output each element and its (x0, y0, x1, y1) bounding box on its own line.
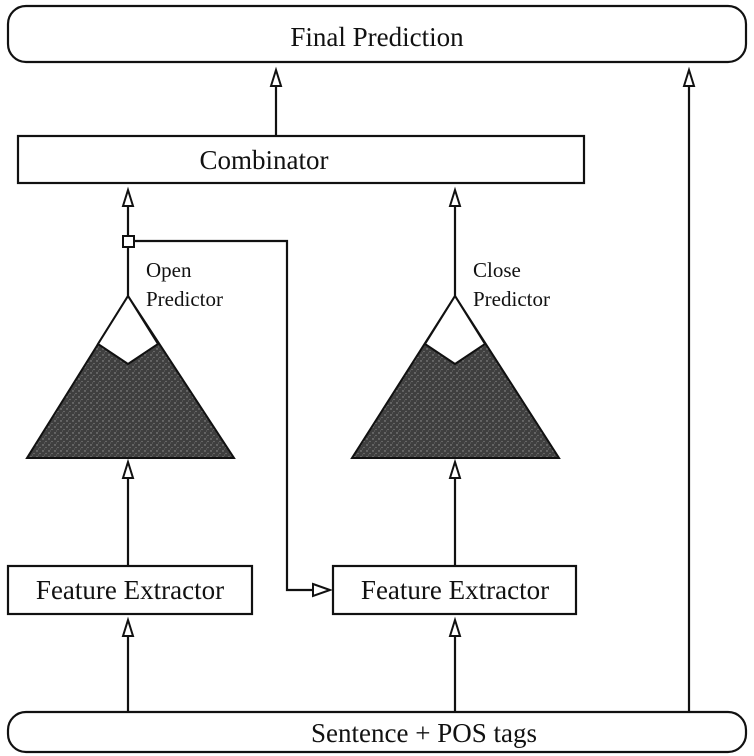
feature-extractor-left-box (6, 564, 254, 616)
feature-extractor-right-label: Feature Extractor (361, 575, 549, 605)
combinator-to-final-arrowhead (269, 66, 283, 87)
open-predictor-root-node (96, 294, 160, 366)
close-predictor-label-line2: Predictor (473, 287, 550, 311)
open-to-right-extractor-arrowhead (312, 582, 334, 598)
close-predictor-tree (350, 294, 561, 459)
final-prediction-box (6, 4, 748, 64)
close-predictor-label-line1: Close (473, 258, 521, 282)
input-box (6, 710, 748, 754)
open-predictor-label-line2: Predictor (146, 287, 223, 311)
feature-extractor-right-box (331, 564, 578, 616)
combinator-box (16, 134, 586, 185)
open-predictor-label-line1: Open (146, 258, 192, 282)
branch-point-node (122, 235, 135, 248)
open-predictor-tree (25, 294, 236, 459)
input-to-right-extractor-arrowhead (448, 616, 462, 637)
close-to-combinator-arrowhead (448, 186, 462, 207)
feature-extractor-left-label: Feature Extractor (36, 575, 224, 605)
left-extractor-to-tree-arrowhead (121, 458, 135, 479)
input-to-left-extractor-arrowhead (121, 616, 135, 637)
input-label: Sentence + POS tags (311, 718, 537, 748)
input-to-final-arrowhead (682, 66, 696, 87)
combinator-label: Combinator (200, 145, 329, 175)
right-extractor-to-tree-arrowhead (448, 458, 462, 479)
open-to-right-extractor-line (134, 239, 317, 592)
close-predictor-root-node (423, 294, 487, 366)
open-to-combinator-arrowhead (121, 186, 135, 207)
final-prediction-label: Final Prediction (290, 22, 464, 52)
